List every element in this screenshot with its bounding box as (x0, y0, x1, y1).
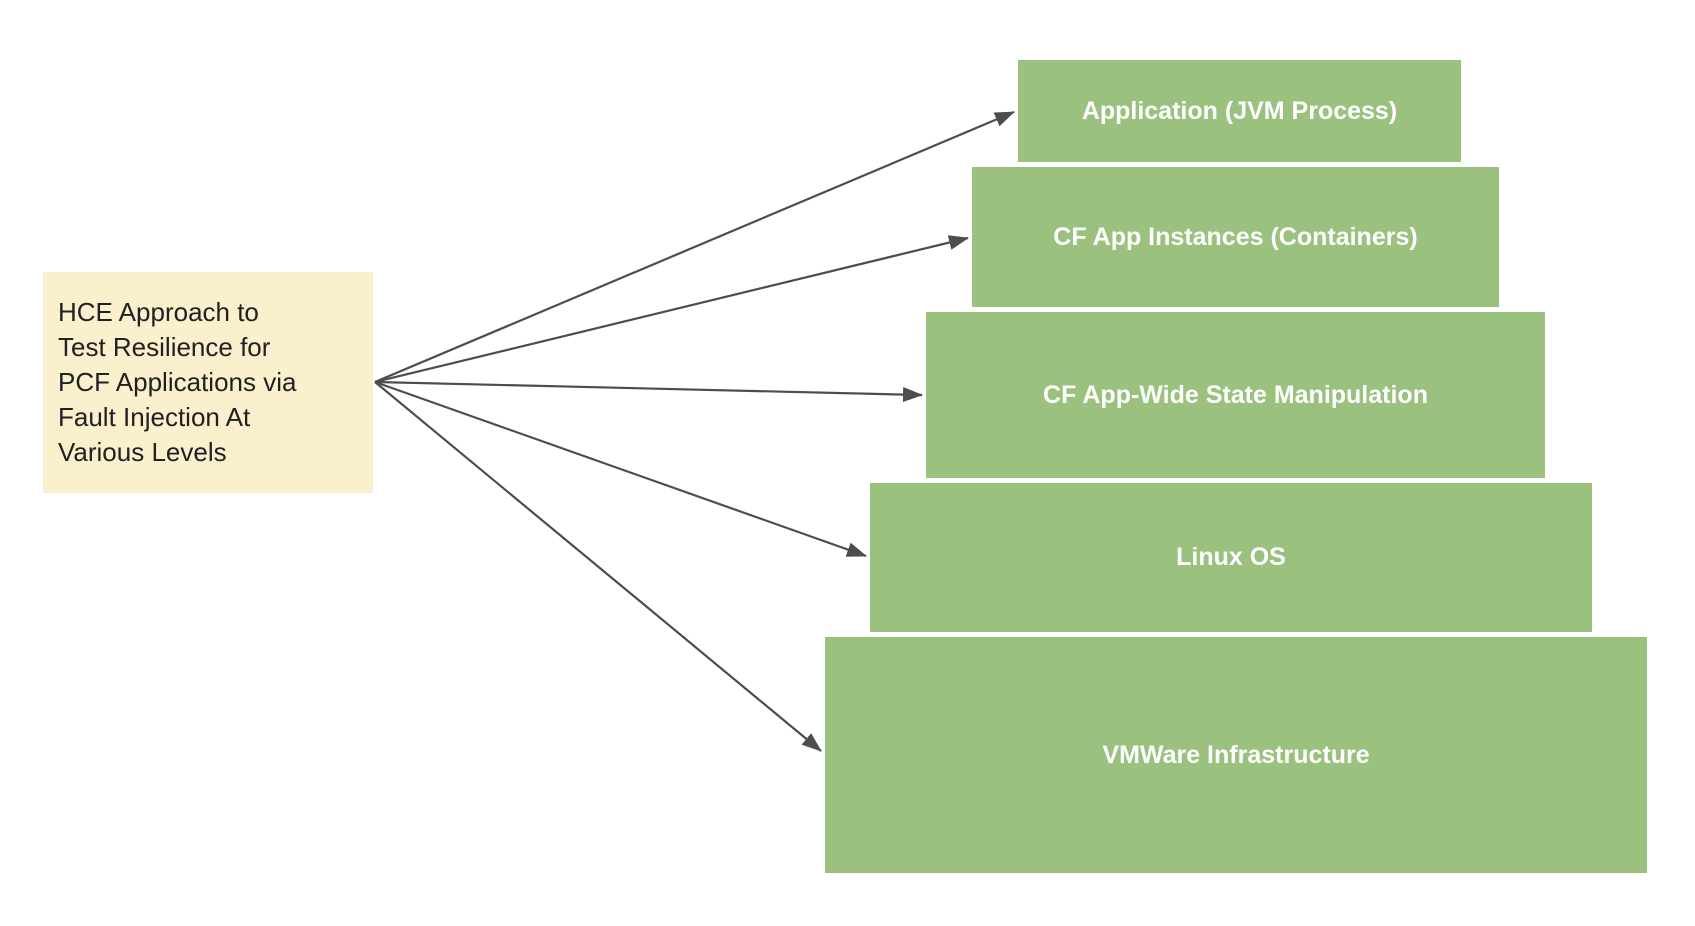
source-text-line: Test Resilience for (58, 332, 271, 362)
level-box-cf-app-wide-state: CF App-Wide State Manipulation (926, 312, 1545, 478)
source-description-box: HCE Approach to Test Resilience for PCF … (43, 272, 373, 493)
level-label: CF App Instances (Containers) (1053, 222, 1418, 251)
level-label: Application (JVM Process) (1081, 96, 1398, 125)
arrow-to-linux-os-icon (374, 380, 867, 558)
level-box-vmware-infrastructure: VMWare Infrastructure (825, 637, 1647, 873)
level-label: Linux OS (1176, 543, 1286, 571)
level-label: VMWare Infrastructure (1102, 740, 1370, 769)
level-box-linux-os: Linux OS (870, 483, 1592, 632)
level-box-application: Application (JVM Process) (1018, 60, 1461, 162)
level-label: CF App-Wide State Manipulation (1043, 380, 1428, 409)
arrow-to-vmware-icon (374, 381, 822, 752)
arrow-to-state-manipulation-icon (374, 380, 923, 403)
source-text-line: Various Levels (58, 437, 227, 467)
arrow-to-cf-app-instances-icon (374, 235, 969, 384)
source-text-line: Fault Injection At (58, 402, 251, 432)
source-text-line: HCE Approach to (58, 297, 259, 327)
source-text-line: PCF Applications via (58, 367, 297, 397)
arrow-to-application-icon (374, 110, 1015, 384)
level-box-cf-app-instances: CF App Instances (Containers) (972, 167, 1499, 307)
